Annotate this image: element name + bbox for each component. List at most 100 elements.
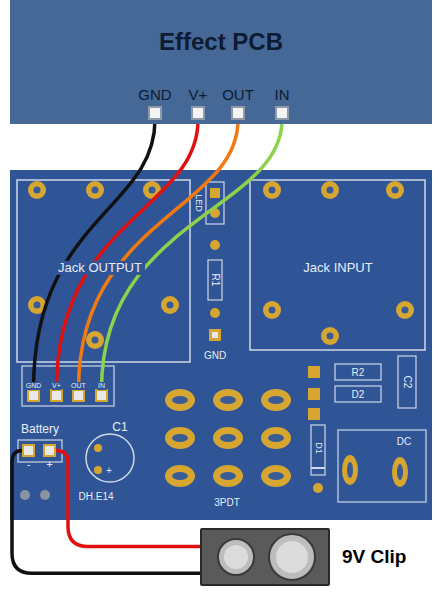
- dc-jack-outline: [338, 430, 426, 502]
- pad: [313, 483, 323, 493]
- wire: [12, 451, 200, 574]
- solder-pad: IN: [95, 389, 108, 402]
- part-label: R2: [352, 367, 365, 378]
- pad: [210, 308, 220, 318]
- solder-pad: +: [43, 444, 56, 457]
- pin-name: IN: [275, 86, 290, 103]
- clip-label: 9V Clip: [342, 546, 406, 568]
- hole: [268, 472, 284, 480]
- part-label: Battery: [21, 423, 59, 436]
- pad: [213, 427, 243, 449]
- hole: [397, 464, 403, 480]
- pad: [210, 240, 220, 250]
- hole: [92, 337, 99, 344]
- wire: [56, 451, 200, 547]
- terminal-inner: [276, 541, 308, 573]
- part-label: DC: [397, 436, 411, 447]
- pad: [263, 301, 281, 319]
- part-label: Jack OUTPUT: [55, 261, 145, 275]
- hole: [172, 396, 188, 404]
- switch-holes: [172, 396, 284, 480]
- part-label: +: [106, 465, 112, 476]
- part-label: D2: [352, 389, 365, 400]
- pad: [94, 444, 102, 452]
- effect-pcb: Effect PCBGNDV+OUTIN: [10, 0, 432, 124]
- terminal: [269, 534, 315, 580]
- pad: [261, 427, 291, 449]
- pin-name: OUT: [222, 86, 254, 103]
- pad: [392, 457, 408, 487]
- part-label: LED: [193, 194, 203, 212]
- pad: [308, 408, 320, 420]
- part-label: Jack INPUT: [300, 261, 375, 275]
- capacitor-outline: [86, 434, 134, 482]
- solder-pad: GND: [27, 389, 40, 402]
- solder-pad: V+: [50, 389, 63, 402]
- wire: [102, 120, 283, 389]
- hole: [220, 396, 236, 404]
- mount-dot: [40, 490, 50, 500]
- diode-symbol: [311, 425, 325, 475]
- hole: [172, 434, 188, 442]
- clip-terminals: [202, 530, 328, 584]
- pad: [261, 389, 291, 411]
- pad: [165, 465, 195, 487]
- hole: [327, 333, 334, 340]
- pad: [396, 301, 414, 319]
- pad: [28, 181, 46, 199]
- pin-name: V+: [51, 382, 62, 390]
- pad: [321, 327, 339, 345]
- pad: [165, 389, 195, 411]
- part-label: R1: [210, 274, 221, 287]
- battery-clip: 9V Clip: [200, 528, 330, 586]
- jack-outline: [17, 180, 190, 362]
- hole: [220, 434, 236, 442]
- hole: [402, 307, 409, 314]
- pad: [308, 388, 320, 400]
- hole: [268, 396, 284, 404]
- terminal-inner: [224, 545, 248, 569]
- hole: [327, 187, 334, 194]
- pad: [209, 329, 221, 341]
- pin-name: GND: [25, 382, 43, 390]
- pad: [386, 181, 404, 199]
- solder-pad: OUT: [72, 389, 85, 402]
- header-outline: [22, 366, 114, 406]
- battery-outline: [18, 440, 62, 462]
- pad: [165, 427, 195, 449]
- jack-outline: [250, 180, 425, 350]
- hole: [268, 434, 284, 442]
- solder-pad: OUT: [231, 106, 245, 120]
- diode-symbol: [335, 386, 381, 402]
- pin-name: V+: [189, 86, 208, 103]
- hole: [167, 302, 174, 309]
- mount-dot: [20, 490, 30, 500]
- part-label: D1: [313, 442, 323, 454]
- part-label: 3PDT: [214, 497, 240, 508]
- pad: [321, 181, 339, 199]
- part-label: C2: [402, 376, 413, 389]
- pad: [94, 466, 102, 474]
- hole: [34, 187, 41, 194]
- pad: [213, 465, 243, 487]
- pad: [213, 389, 243, 411]
- hole: [92, 187, 99, 194]
- solder-pad: -: [22, 444, 35, 457]
- pad: [342, 455, 358, 485]
- main-pcb: [10, 170, 432, 520]
- pin-name: GND: [138, 86, 171, 103]
- hole: [269, 187, 276, 194]
- pin-name: +: [46, 458, 52, 470]
- pin-name: -: [27, 458, 31, 470]
- hole: [392, 187, 399, 194]
- capacitor-outline: [398, 356, 416, 408]
- pad: [86, 181, 104, 199]
- part-label: GND: [204, 350, 226, 361]
- solder-pad: IN: [275, 106, 289, 120]
- jack-pads: [28, 181, 414, 349]
- pad: [210, 188, 220, 198]
- hole: [149, 187, 156, 194]
- solder-pad: V+: [191, 106, 205, 120]
- resistor-symbol: [335, 364, 381, 380]
